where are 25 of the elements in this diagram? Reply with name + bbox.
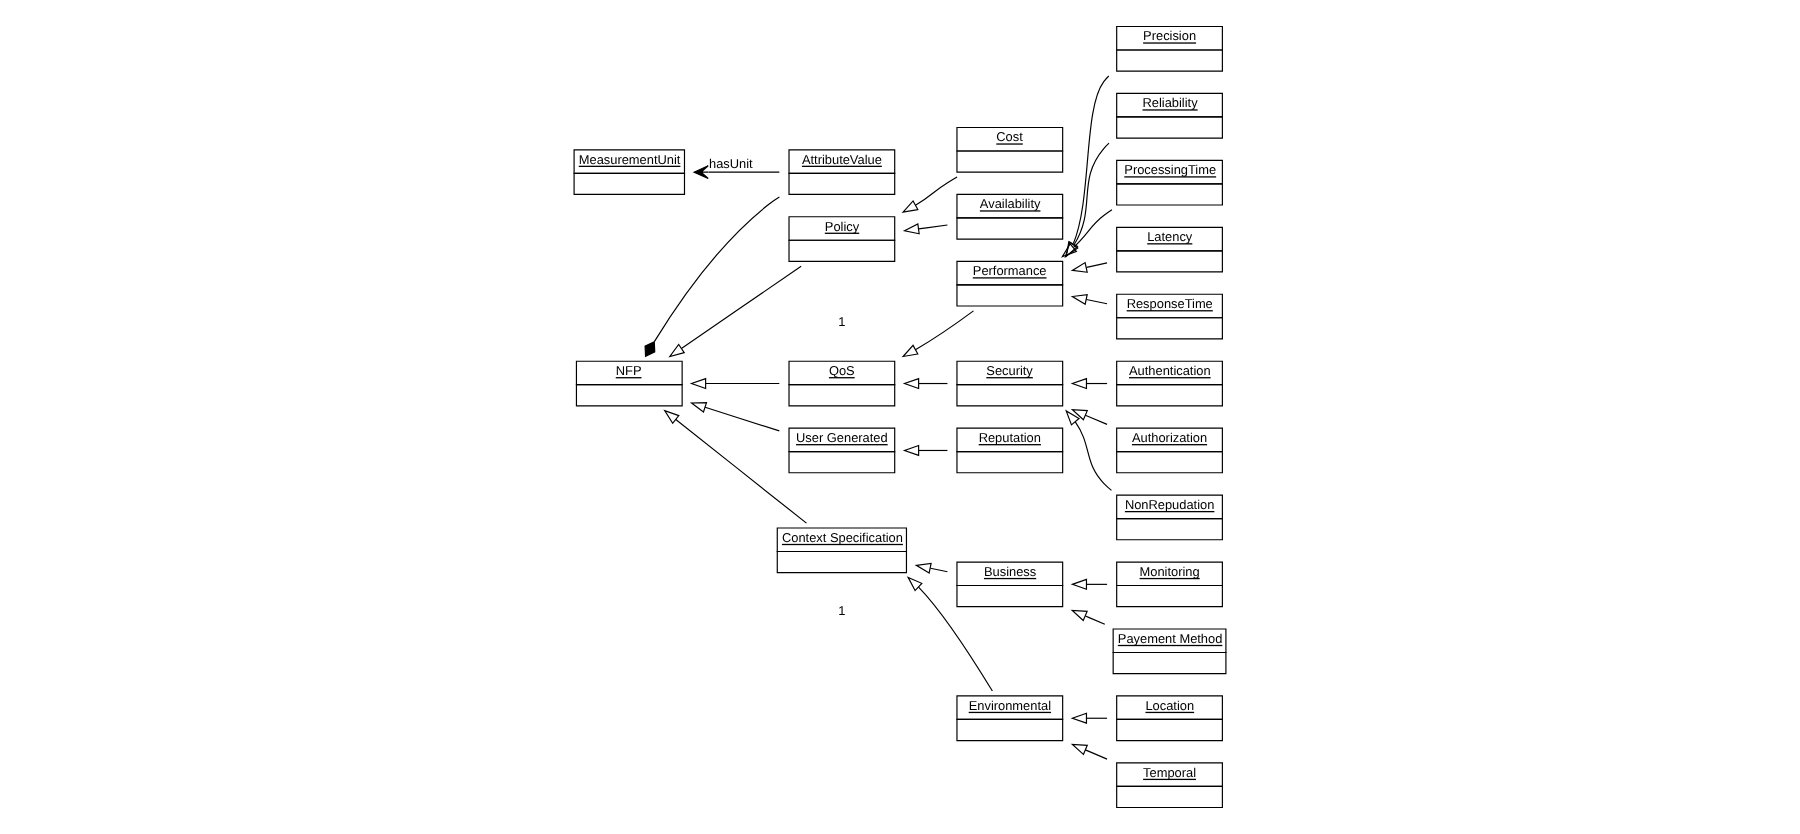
arrow [1065,75,1110,258]
arrow [1070,377,1108,390]
arrow [902,377,949,390]
arrow [901,176,958,213]
arrow [902,444,949,457]
arrow [689,401,780,432]
arrow [663,409,808,524]
arrow [901,310,975,358]
arrow [693,165,780,180]
arrow [1070,578,1108,591]
arrow [1070,712,1108,724]
arrow [689,377,780,390]
arrow [1070,408,1108,425]
arrow [914,562,949,574]
arrow [668,265,802,358]
arrow [1061,209,1113,258]
arrow [1065,409,1113,491]
arrow [1070,743,1108,760]
connector [644,196,780,358]
arrow [1064,142,1110,258]
arrow [1070,261,1108,273]
arrow [906,576,993,692]
arrow [1070,609,1106,625]
arrow [1070,293,1108,306]
arrow [902,223,949,235]
